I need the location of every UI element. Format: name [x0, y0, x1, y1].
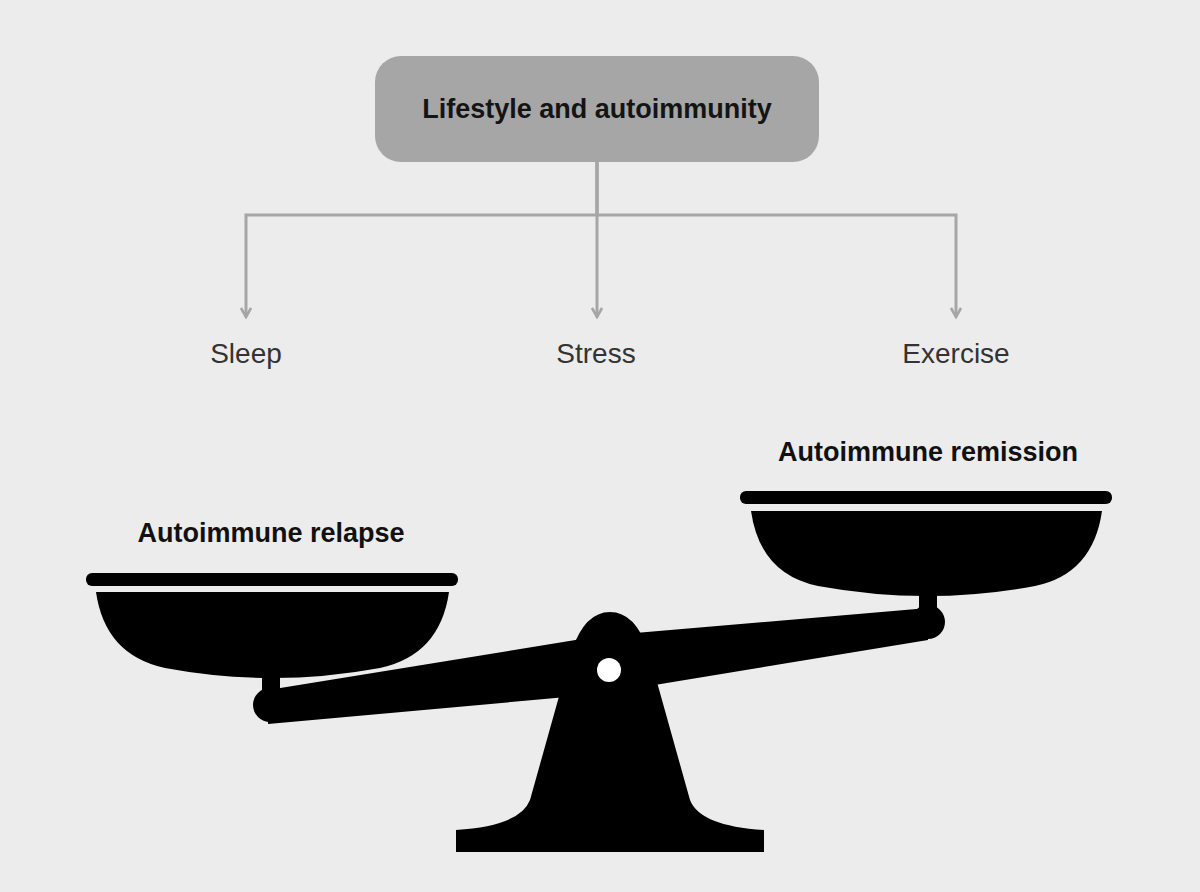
topic-box: Lifestyle and autoimmunity: [375, 56, 819, 162]
pan-bowl: [751, 511, 1102, 596]
balance-scale: [86, 491, 1112, 852]
pan-rim: [86, 573, 458, 586]
factor-text: Exercise: [900, 337, 1012, 371]
factor-label: Stress: [554, 337, 638, 371]
pan-label: Autoimmune relapse: [137, 518, 404, 549]
pan-label: Autoimmune remission: [778, 437, 1078, 468]
pan-bowl: [96, 592, 449, 678]
pan-rim: [740, 491, 1112, 504]
topic-title: Lifestyle and autoimmunity: [422, 93, 772, 125]
branch-arrow: [597, 162, 956, 317]
branch-arrow: [246, 162, 597, 317]
scale-pivot: [597, 658, 621, 682]
factor-label: Exercise: [900, 337, 1012, 371]
scale-stand: [456, 612, 764, 852]
factor-text: Stress: [554, 337, 638, 371]
factor-text: Sleep: [208, 337, 284, 371]
factor-label: Sleep: [208, 337, 284, 371]
